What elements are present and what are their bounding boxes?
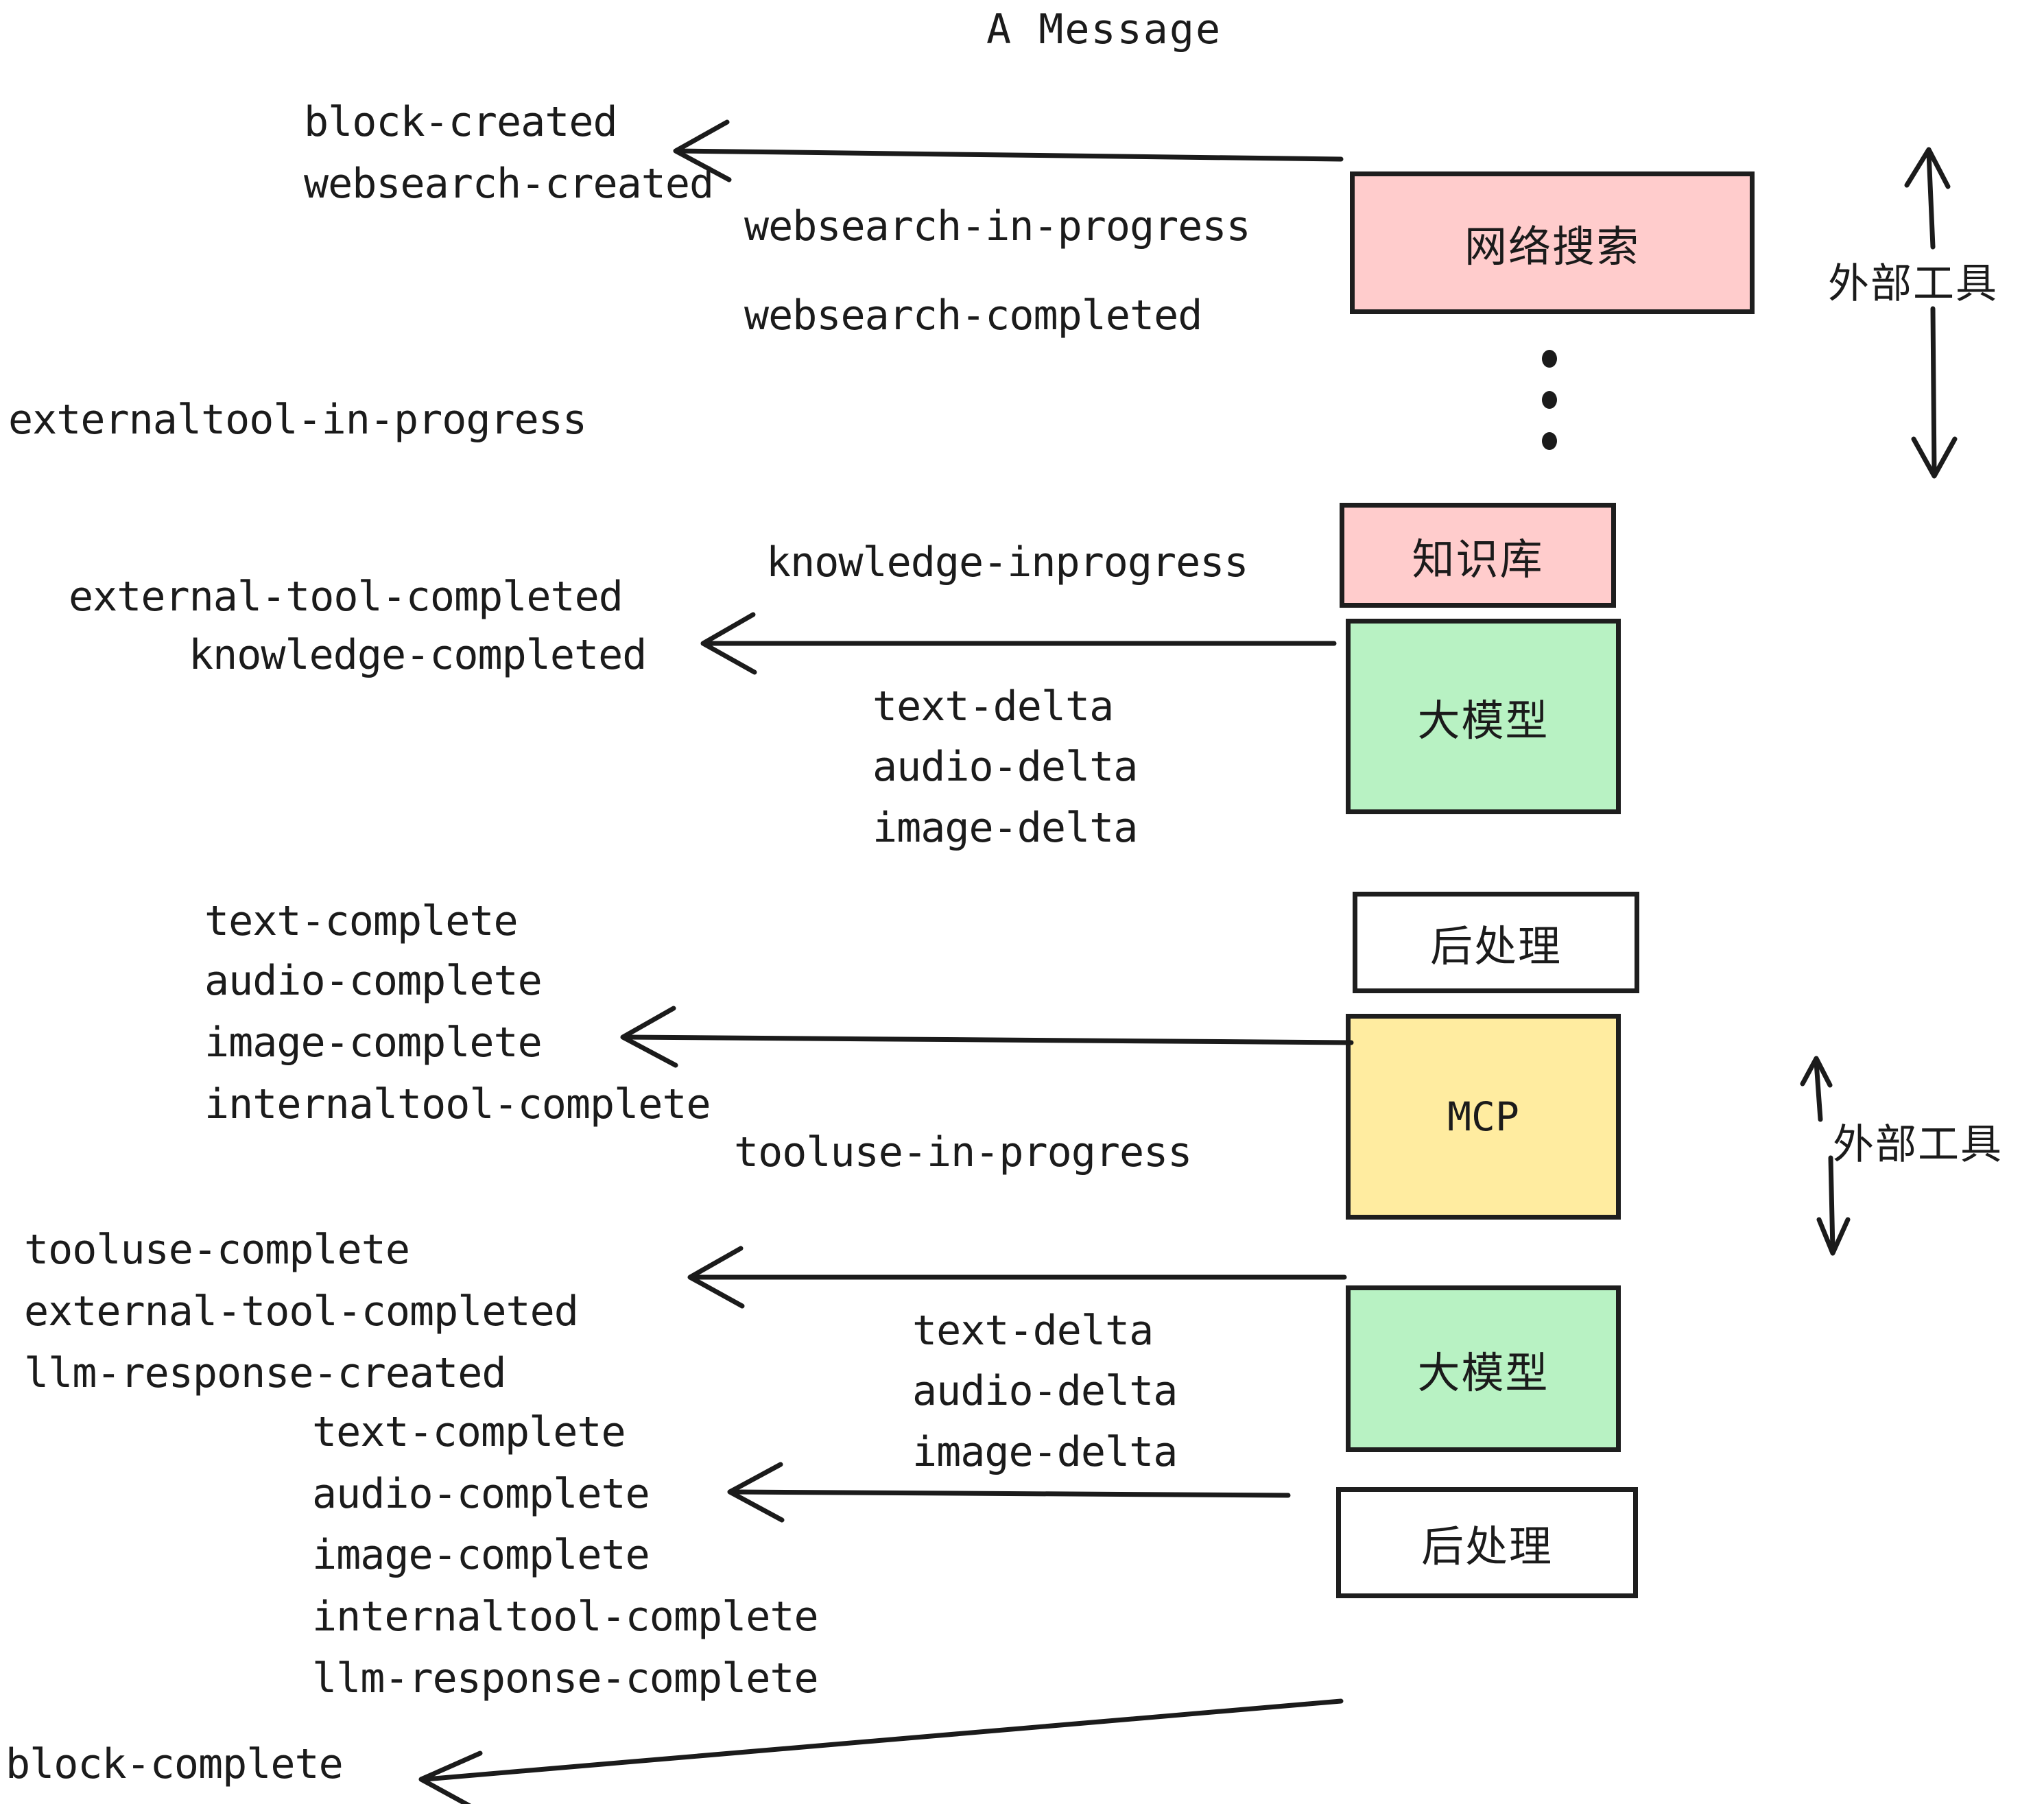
node-websearch[interactable]: 网络搜索 (1350, 171, 1755, 314)
node-llm-2[interactable]: 大模型 (1346, 1285, 1621, 1452)
arrow-knowledge-to-knowledge-completed (700, 612, 1337, 675)
event-label-audio-complete-1: audio-complete (204, 957, 543, 1005)
node-postprocess-2-label: 后处理 (1421, 1521, 1553, 1571)
event-label-block-complete: block-complete (5, 1740, 344, 1788)
event-label-internaltool-complete-1: internaltool-complete (204, 1080, 711, 1128)
event-label-audio-complete-2: audio-complete (312, 1470, 650, 1518)
event-label-websearch-completed: websearch-completed (744, 292, 1202, 340)
event-label-llm-response-complete: llm-response-complete (312, 1654, 819, 1702)
event-label-image-complete-2: image-complete (312, 1531, 650, 1579)
event-label-image-delta-2: image-delta (912, 1428, 1178, 1476)
event-label-external-tool-completed-1: external-tool-completed (69, 573, 623, 621)
ellipsis-dot (1542, 432, 1557, 450)
node-postprocess-2[interactable]: 后处理 (1336, 1487, 1638, 1598)
event-label-knowledge-inprogress: knowledge-inprogress (766, 538, 1248, 586)
node-postprocess-1-label: 后处理 (1429, 921, 1562, 971)
node-mcp[interactable]: MCP (1346, 1014, 1621, 1220)
event-label-websearch-created: websearch-created (304, 160, 714, 208)
group-label-external-tools-top: 外部工具 (1828, 260, 1998, 308)
arrow-mcp-to-tooluse-complete (687, 1246, 1347, 1309)
arrow-external-tools-top (1904, 147, 1958, 479)
event-label-websearch-in-progress: websearch-in-progress (744, 202, 1251, 250)
node-knowledge[interactable]: 知识库 (1340, 503, 1616, 608)
node-llm-1[interactable]: 大模型 (1346, 619, 1621, 814)
arrow-postprocess1-to-image-complete (620, 1006, 1354, 1068)
event-label-internaltool-complete-2: internaltool-complete (312, 1593, 819, 1641)
event-label-block-created: block-created (304, 98, 618, 146)
event-label-knowledge-completed: knowledge-completed (189, 631, 647, 679)
event-label-image-delta-1: image-delta (872, 804, 1138, 852)
event-label-llm-response-created: llm-response-created (24, 1349, 506, 1397)
event-label-text-complete-1: text-complete (204, 897, 519, 945)
event-label-audio-delta-2: audio-delta (912, 1367, 1178, 1415)
node-websearch-label: 网络搜索 (1464, 222, 1640, 272)
event-label-text-delta-1: text-delta (872, 683, 1114, 731)
node-mcp-label: MCP (1447, 1093, 1519, 1140)
ellipsis-dot (1542, 350, 1557, 368)
event-label-tooluse-in-progress: tooluse-in-progress (734, 1128, 1192, 1176)
node-llm-2-label: 大模型 (1417, 1347, 1549, 1398)
event-label-externaltool-in-progress: externaltool-in-progress (8, 396, 587, 444)
event-label-audio-delta-1: audio-delta (872, 743, 1138, 791)
event-label-external-tool-completed-2: external-tool-completed (24, 1287, 579, 1336)
event-label-tooluse-complete: tooluse-complete (24, 1226, 410, 1274)
group-label-external-tools-bottom: 外部工具 (1833, 1121, 2003, 1169)
node-knowledge-label: 知识库 (1412, 534, 1544, 584)
node-llm-1-label: 大模型 (1417, 695, 1549, 746)
event-label-image-complete-1: image-complete (204, 1019, 543, 1067)
event-label-text-delta-2: text-delta (912, 1307, 1154, 1355)
page-title: A Message (986, 5, 1222, 54)
event-label-text-complete-2: text-complete (312, 1408, 626, 1456)
arrow-websearch-to-block-created (673, 119, 1344, 182)
arrow-postprocess2-to-block-complete (418, 1698, 1344, 1804)
ellipsis-dot (1542, 391, 1557, 409)
node-postprocess-1[interactable]: 后处理 (1353, 892, 1639, 993)
